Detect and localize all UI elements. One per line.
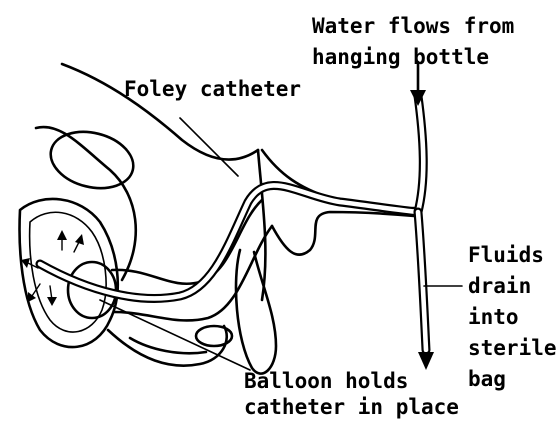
- label-drain-line2: drain: [468, 274, 531, 298]
- outflow-arrowhead: [418, 352, 434, 370]
- inflow-arrowhead: [410, 90, 426, 106]
- scrotum: [236, 250, 276, 374]
- label-foley-catheter: Foley catheter: [124, 77, 301, 101]
- pubic-bone: [45, 124, 140, 197]
- penis-underside: [272, 212, 414, 255]
- label-drain-line5: bag: [468, 367, 506, 391]
- label-drain-line4: sterile: [468, 336, 557, 360]
- label-water-inflow-line2: hanging bottle: [312, 45, 489, 69]
- label-drain-line1: Fluids: [468, 243, 544, 267]
- bladder-wall: [20, 199, 118, 347]
- bladder-inner-wall: [30, 212, 106, 332]
- label-drain-line3: into: [468, 305, 519, 329]
- label-balloon-line2: catheter in place: [244, 395, 459, 419]
- label-water-inflow-line1: Water flows from: [312, 14, 514, 38]
- anal-line: [130, 338, 206, 353]
- label-balloon-line1: Balloon holds: [244, 369, 408, 393]
- catheter-leader-line: [180, 118, 238, 176]
